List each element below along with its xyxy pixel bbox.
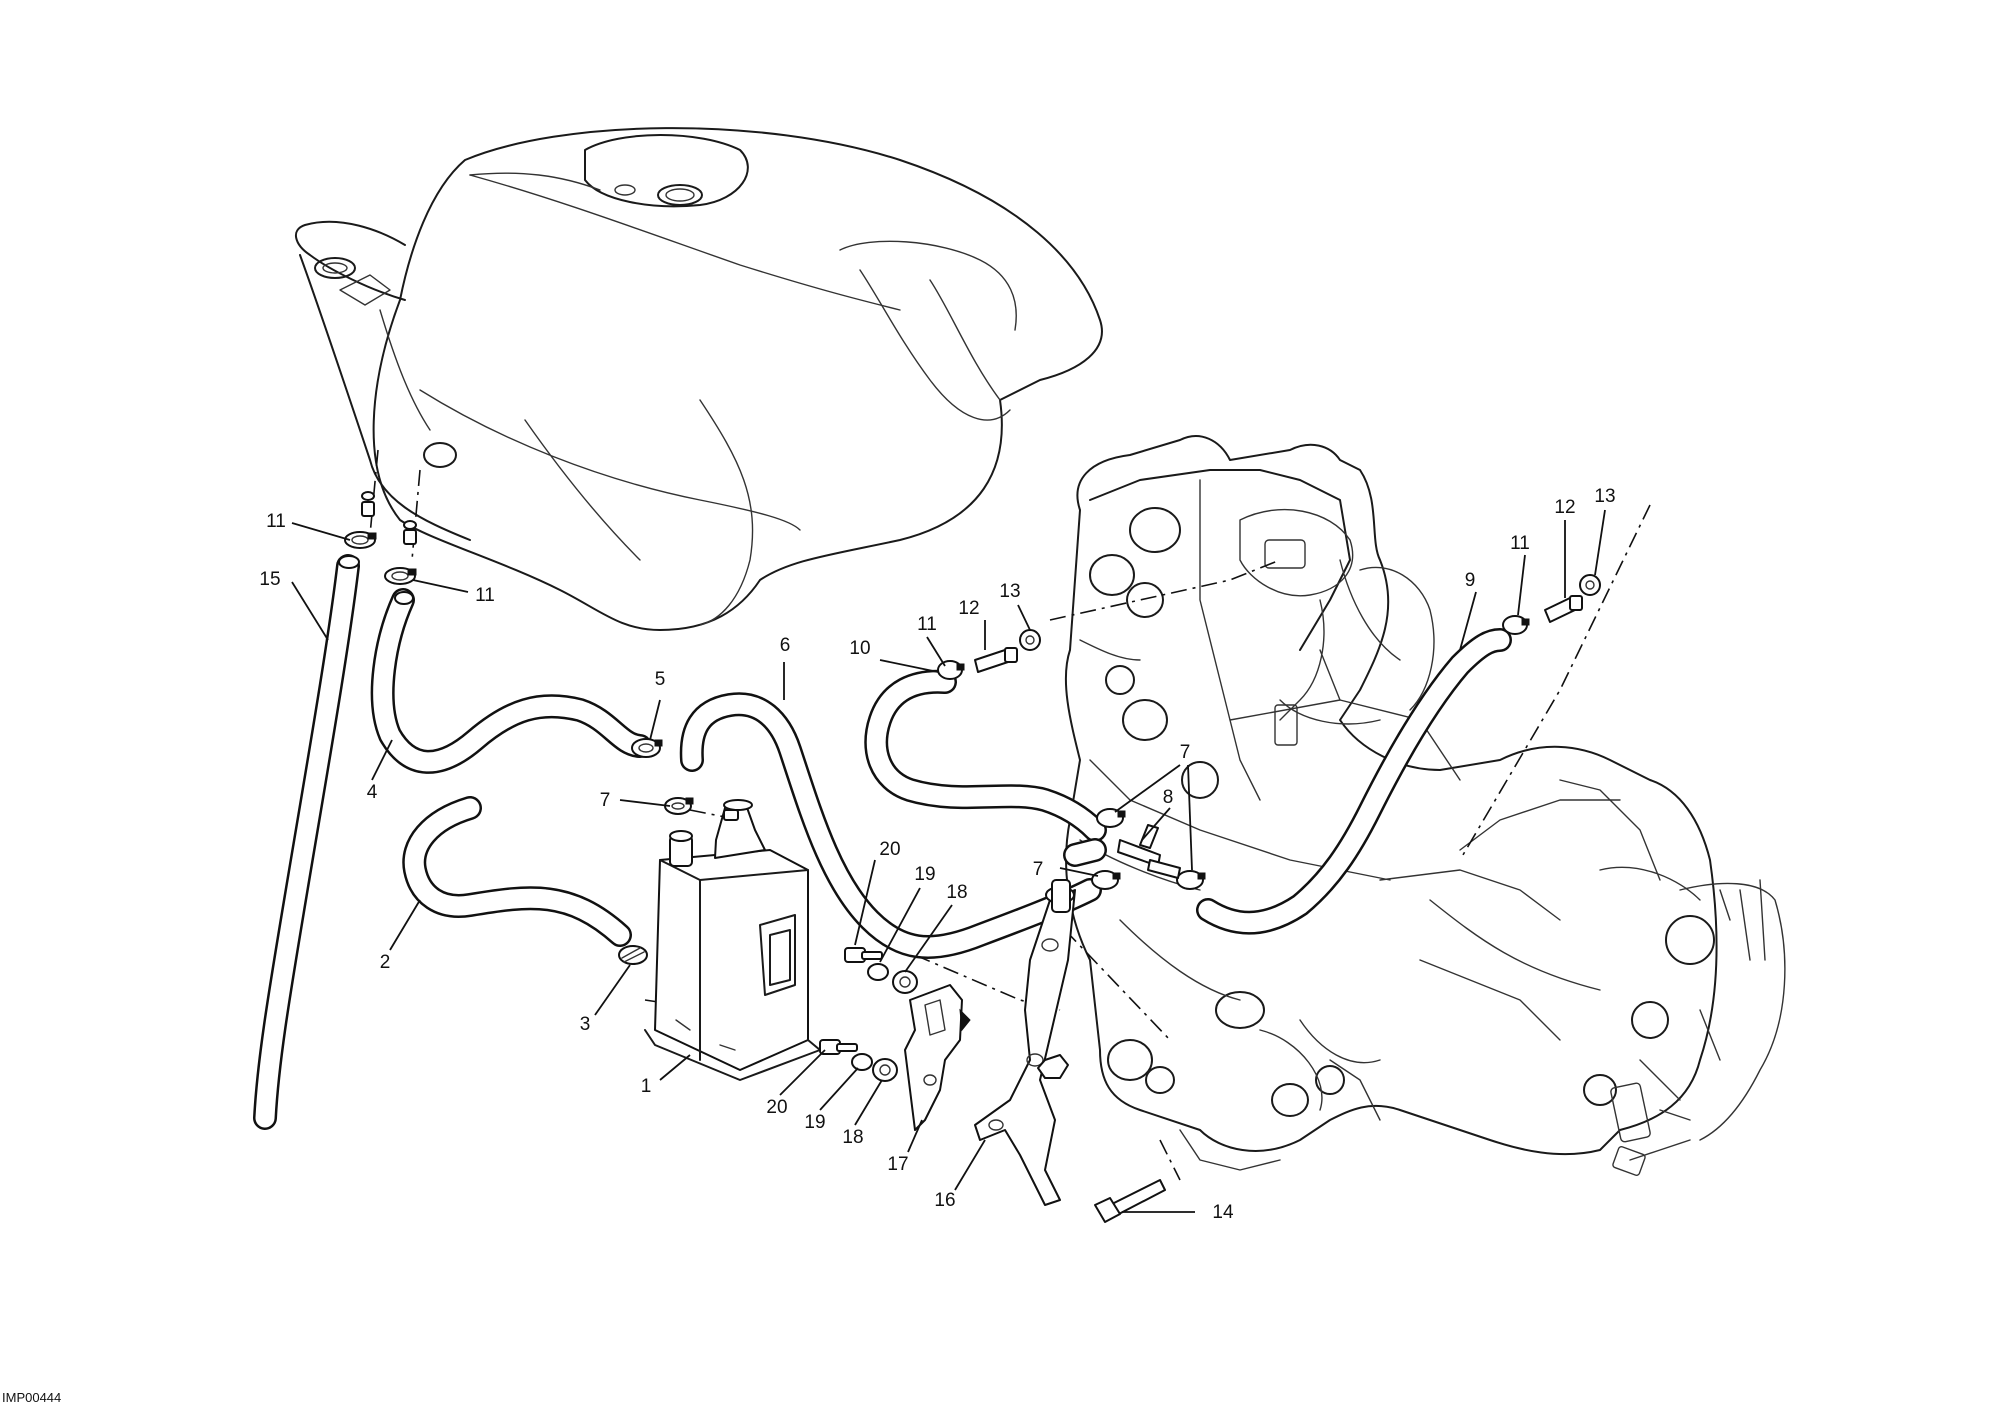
canister xyxy=(644,799,821,1081)
callout-11-center: 11 xyxy=(917,614,937,635)
callout-14: 14 xyxy=(1212,1202,1234,1223)
fuel-tank xyxy=(295,127,1103,631)
callout-18-lower: 18 xyxy=(842,1127,863,1148)
axis-line-bracket xyxy=(914,954,1061,1011)
callout-4: 4 xyxy=(367,782,378,803)
callout-1: 1 xyxy=(641,1076,652,1097)
axis-line-14-bolt xyxy=(1159,1139,1181,1181)
hose-9 xyxy=(1196,628,1512,935)
hose-15 xyxy=(253,554,360,1130)
callout-5: 5 xyxy=(655,669,666,690)
callout-10: 10 xyxy=(849,638,870,659)
callout-9: 9 xyxy=(1465,570,1476,591)
callout-6: 6 xyxy=(780,635,791,656)
axis-line-tank-right xyxy=(411,469,421,561)
callout-15: 15 xyxy=(259,569,280,590)
callout-3: 3 xyxy=(580,1014,591,1035)
callout-19-lower: 19 xyxy=(804,1112,825,1133)
callout-16: 16 xyxy=(934,1190,955,1211)
axis-line-13-left xyxy=(1049,559,1281,621)
axis-line-13-right xyxy=(1459,504,1651,861)
callout-labels: 1 2 3 4 5 6 7 7 7 8 9 10 11 11 11 11 12 … xyxy=(259,486,1615,1223)
callout-13-center: 13 xyxy=(999,581,1020,602)
engine-assembly xyxy=(1064,435,1786,1176)
hose-6 xyxy=(679,692,1102,959)
callout-8: 8 xyxy=(1163,787,1174,808)
leader-lines xyxy=(291,509,1606,1213)
hose-4 xyxy=(370,588,652,774)
axis-line-14 xyxy=(1064,929,1171,1041)
callout-20-upper: 20 xyxy=(879,839,900,860)
hose-10 xyxy=(864,669,1107,842)
axis-line-tank-left xyxy=(369,449,379,536)
hose-short-8 xyxy=(1063,838,1107,867)
bracket-16 xyxy=(974,879,1076,1206)
bolts-and-grommets xyxy=(819,947,1166,1223)
callout-13-right: 13 xyxy=(1594,486,1615,507)
callout-7-canister: 7 xyxy=(600,790,611,811)
callout-19-upper: 19 xyxy=(914,864,935,885)
hose-2 xyxy=(402,796,632,947)
drawing-reference-code: IMP00444 xyxy=(2,1390,62,1405)
callout-2: 2 xyxy=(380,952,391,973)
clamps-and-fittings xyxy=(344,491,1601,965)
callout-11-right: 11 xyxy=(1510,533,1530,554)
callout-17: 17 xyxy=(887,1154,908,1175)
bracket-17 xyxy=(904,984,971,1131)
callout-12-center: 12 xyxy=(958,598,979,619)
callout-20-lower: 20 xyxy=(766,1097,787,1118)
callout-7-lower: 7 xyxy=(1033,859,1044,880)
callout-18-upper: 18 xyxy=(946,882,967,903)
callout-11-tank-right: 11 xyxy=(475,585,495,606)
callout-12-right: 12 xyxy=(1554,497,1575,518)
callout-7-upper: 7 xyxy=(1180,742,1191,763)
callout-11-tank-left: 11 xyxy=(266,511,286,532)
